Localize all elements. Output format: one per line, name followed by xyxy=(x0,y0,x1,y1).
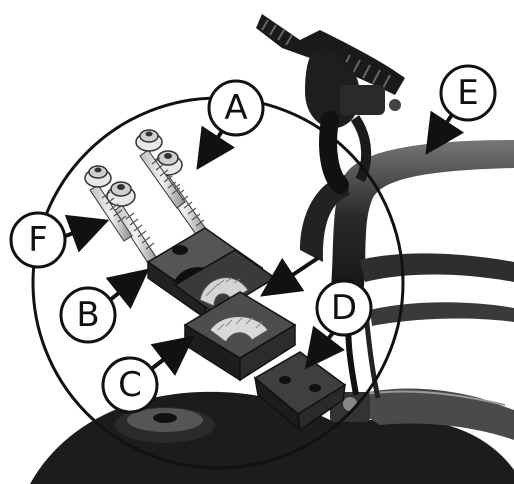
callout-d: D xyxy=(317,281,371,335)
callout-f-label: F xyxy=(28,220,48,260)
arrow-b xyxy=(110,276,140,300)
callout-c: C xyxy=(103,358,157,412)
callout-e: E xyxy=(441,66,495,120)
callout-e-label: E xyxy=(457,73,478,113)
arrow-insert xyxy=(270,258,318,290)
callout-a-label: A xyxy=(224,88,247,128)
arrow-c xyxy=(150,343,185,370)
callout-b-label: B xyxy=(76,295,99,335)
callout-d-label: D xyxy=(331,288,357,328)
callout-a: A xyxy=(209,81,263,135)
callout-f: F xyxy=(11,213,65,267)
callout-c-label: C xyxy=(118,365,142,405)
arrow-d xyxy=(312,330,335,360)
bolt xyxy=(154,151,208,240)
callout-b: B xyxy=(61,288,115,342)
